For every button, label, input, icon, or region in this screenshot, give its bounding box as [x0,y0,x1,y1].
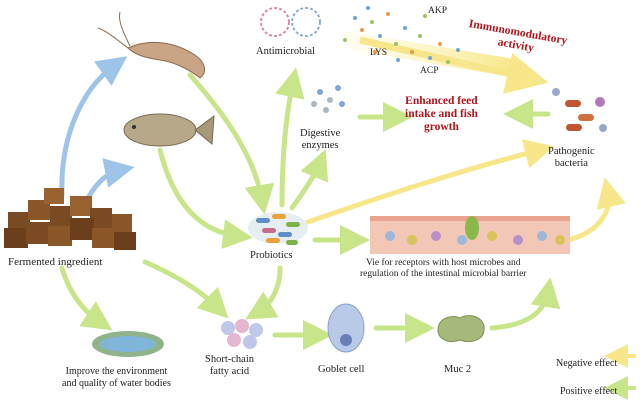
arrow-probiotics-to-scfa [245,265,283,320]
arrow-fermented-to-shrimp [59,56,128,198]
arrow-immuno-to-enhanced [359,36,549,94]
fish-icon [123,113,215,147]
probiotics-icon [248,212,308,245]
goblet-cell-icon [327,303,365,353]
pond-icon [92,331,164,357]
label-muc2: Muc 2 [444,364,472,375]
label-intestinal-barrier: Vie for receptors with host microbes and… [360,258,527,279]
label-probiotics: Probiotics [250,250,293,261]
enzyme-dots [343,6,460,64]
arrow-muc2-to-intestine [489,277,561,331]
arrows [59,56,626,350]
label-antimicrobial: Antimicrobial [256,46,315,57]
antimicrobial-icon [260,7,321,37]
label-goblet-cell: Goblet cell [318,364,365,375]
arrow-fermented-to-fish [85,158,135,201]
fermented-ingredient-icon [4,188,136,250]
arrow-probiotics-to-antimicrobial [275,67,305,208]
arrow-shrimp-to-probiotics [187,72,275,215]
shrimp-icon [97,11,206,79]
arrow-fermented-to-scfa [142,259,229,319]
arrow-fermented-to-pond [59,265,113,331]
label-negative-effect: Negative effect [556,358,618,369]
scfa-icon [221,319,263,349]
label-akp: AKP [428,6,448,16]
label-acp: ACP [420,66,439,76]
pathogenic-bacteria-icon [552,88,607,132]
arrow-intestine-to-pathogenic [565,177,626,243]
muc2-icon [437,315,485,343]
label-fermented-ingredient: Fermented ingredient [8,256,103,268]
digestive-enzymes-icon [311,85,345,113]
arrow-probiotics-to-pathogenic [305,139,555,225]
arrow-probiotics-to-digestive [289,149,329,211]
label-positive-effect: Positive effect [560,386,618,397]
label-lys: LYS [370,48,387,58]
arrow-fish-to-probiotics [157,147,253,250]
intestine-epithelium-icon [370,216,570,254]
